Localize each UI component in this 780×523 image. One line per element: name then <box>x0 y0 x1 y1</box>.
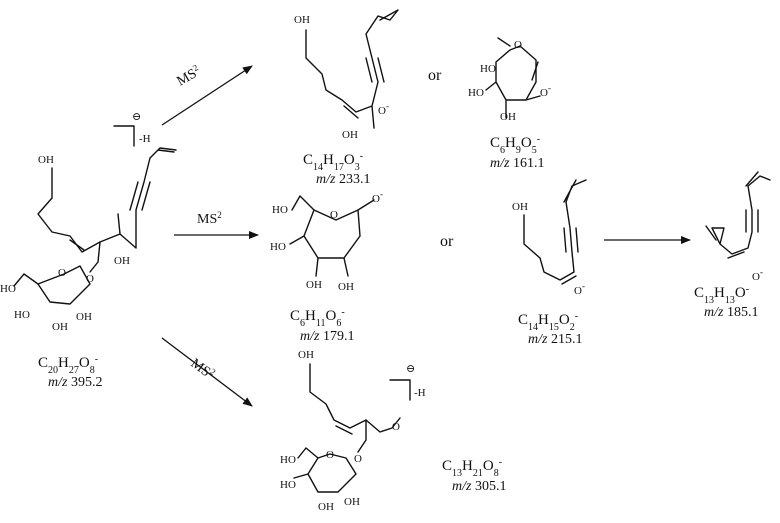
parent-oh-label: OH <box>52 321 68 333</box>
frag233-formula: C14H17O3- <box>303 151 363 173</box>
frag305-oh-label: OH <box>344 496 360 508</box>
fragment-161-structure: O HO HO OH O- C6H9O5- m/z 161.1 <box>468 37 551 171</box>
arrow-to-179: MS2 <box>174 210 259 239</box>
frag179-ho-label: HO <box>272 204 288 216</box>
parent-charge-circle: ⊖ <box>132 111 141 123</box>
frag215-formula: C14H15O2- <box>518 311 578 333</box>
frag161-o-minus: O- <box>540 83 551 99</box>
parent-ring-o: O <box>58 267 66 279</box>
arrow-label-top: MS2 <box>174 62 204 89</box>
frag233-mz: m/z 233.1 <box>316 172 370 187</box>
frag161-formula: C6H9O5- <box>490 134 540 156</box>
frag179-ho-label: HO <box>270 241 286 253</box>
parent-ho-label: HO <box>0 283 16 295</box>
frag305-formula: C13H21O8- <box>442 457 502 479</box>
arrow-to-233: MS2 <box>161 62 253 126</box>
frag305-charge-circle: ⊖ <box>406 363 415 375</box>
frag179-formula: C6H11O6- <box>290 307 345 329</box>
parent-oh-label: OH <box>114 255 130 267</box>
arrow-label-bottom: MS2 <box>188 354 218 382</box>
frag179-ring-o: O <box>330 209 338 221</box>
frag233-oh-label: OH <box>342 129 358 141</box>
parent-structure: OH OH O HO HO OH OH O C20H27O8- m/z 395.… <box>0 147 177 390</box>
frag161-ho-label: HO <box>480 63 496 75</box>
frag215-oh-label: OH <box>512 201 528 213</box>
fragment-185-structure: O- C13H13O- m/z 185.1 <box>694 171 771 320</box>
frag233-o-minus: O- <box>378 101 389 117</box>
frag305-oh-label: OH <box>318 501 334 513</box>
frag305-oh-label: OH <box>298 349 314 361</box>
parent-oh-label: OH <box>38 154 54 166</box>
parent-charge-marker: ⊖ -H <box>113 111 151 147</box>
parent-oh-label: OH <box>76 311 92 323</box>
arrow-to-305: MS2 <box>161 337 253 407</box>
arrow-label-middle: MS2 <box>197 210 222 227</box>
frag305-mz: m/z 305.1 <box>452 479 506 494</box>
frag305-ho-label: HO <box>280 454 296 466</box>
frag179-oh-label: OH <box>306 279 322 291</box>
parent-ho-label: HO <box>14 309 30 321</box>
frag185-mz: m/z 185.1 <box>704 305 758 320</box>
parent-ether-o: O <box>86 273 94 285</box>
parent-mz: m/z 395.2 <box>48 375 102 390</box>
frag233-oh-label: OH <box>294 14 310 26</box>
frag185-formula: C13H13O- <box>694 284 749 306</box>
frag179-o-minus: O- <box>372 189 383 205</box>
frag305-aldehyde-o: O <box>392 421 400 433</box>
frag161-ho-label: HO <box>468 87 484 99</box>
frag179-oh-label: OH <box>338 281 354 293</box>
fragment-179-structure: O HO HO OH OH O- C6H11O6- m/z 179.1 <box>270 189 383 344</box>
frag161-mz: m/z 161.1 <box>490 156 544 171</box>
frag179-mz: m/z 179.1 <box>300 329 354 344</box>
frag305-ether-o: O <box>354 453 362 465</box>
frag305-ring-o: O <box>326 449 334 461</box>
parent-minus-h: -H <box>139 133 151 145</box>
parent-formula: C20H27O8- <box>38 354 98 376</box>
frag305-ho-label: HO <box>280 479 296 491</box>
or-label-top: or <box>428 67 442 84</box>
frag215-mz: m/z 215.1 <box>528 332 582 347</box>
or-label-middle: or <box>440 233 454 250</box>
fragment-215-structure: OH O- C14H15O2- m/z 215.1 <box>512 179 587 347</box>
frag185-o-minus: O- <box>752 267 763 283</box>
frag305-minus-h: -H <box>414 387 426 399</box>
fragment-233-structure: OH OH O- C14H17O3- m/z 233.1 <box>294 9 399 187</box>
frag215-o-minus: O- <box>574 281 585 297</box>
frag305-charge-marker: ⊖ -H <box>389 363 426 401</box>
frag161-oh-label: OH <box>500 111 516 123</box>
fragment-305-structure: OH O O HO HO OH OH O C13H21O8- m/z 305.1 <box>280 349 506 513</box>
frag161-ring-o: O <box>514 39 522 51</box>
